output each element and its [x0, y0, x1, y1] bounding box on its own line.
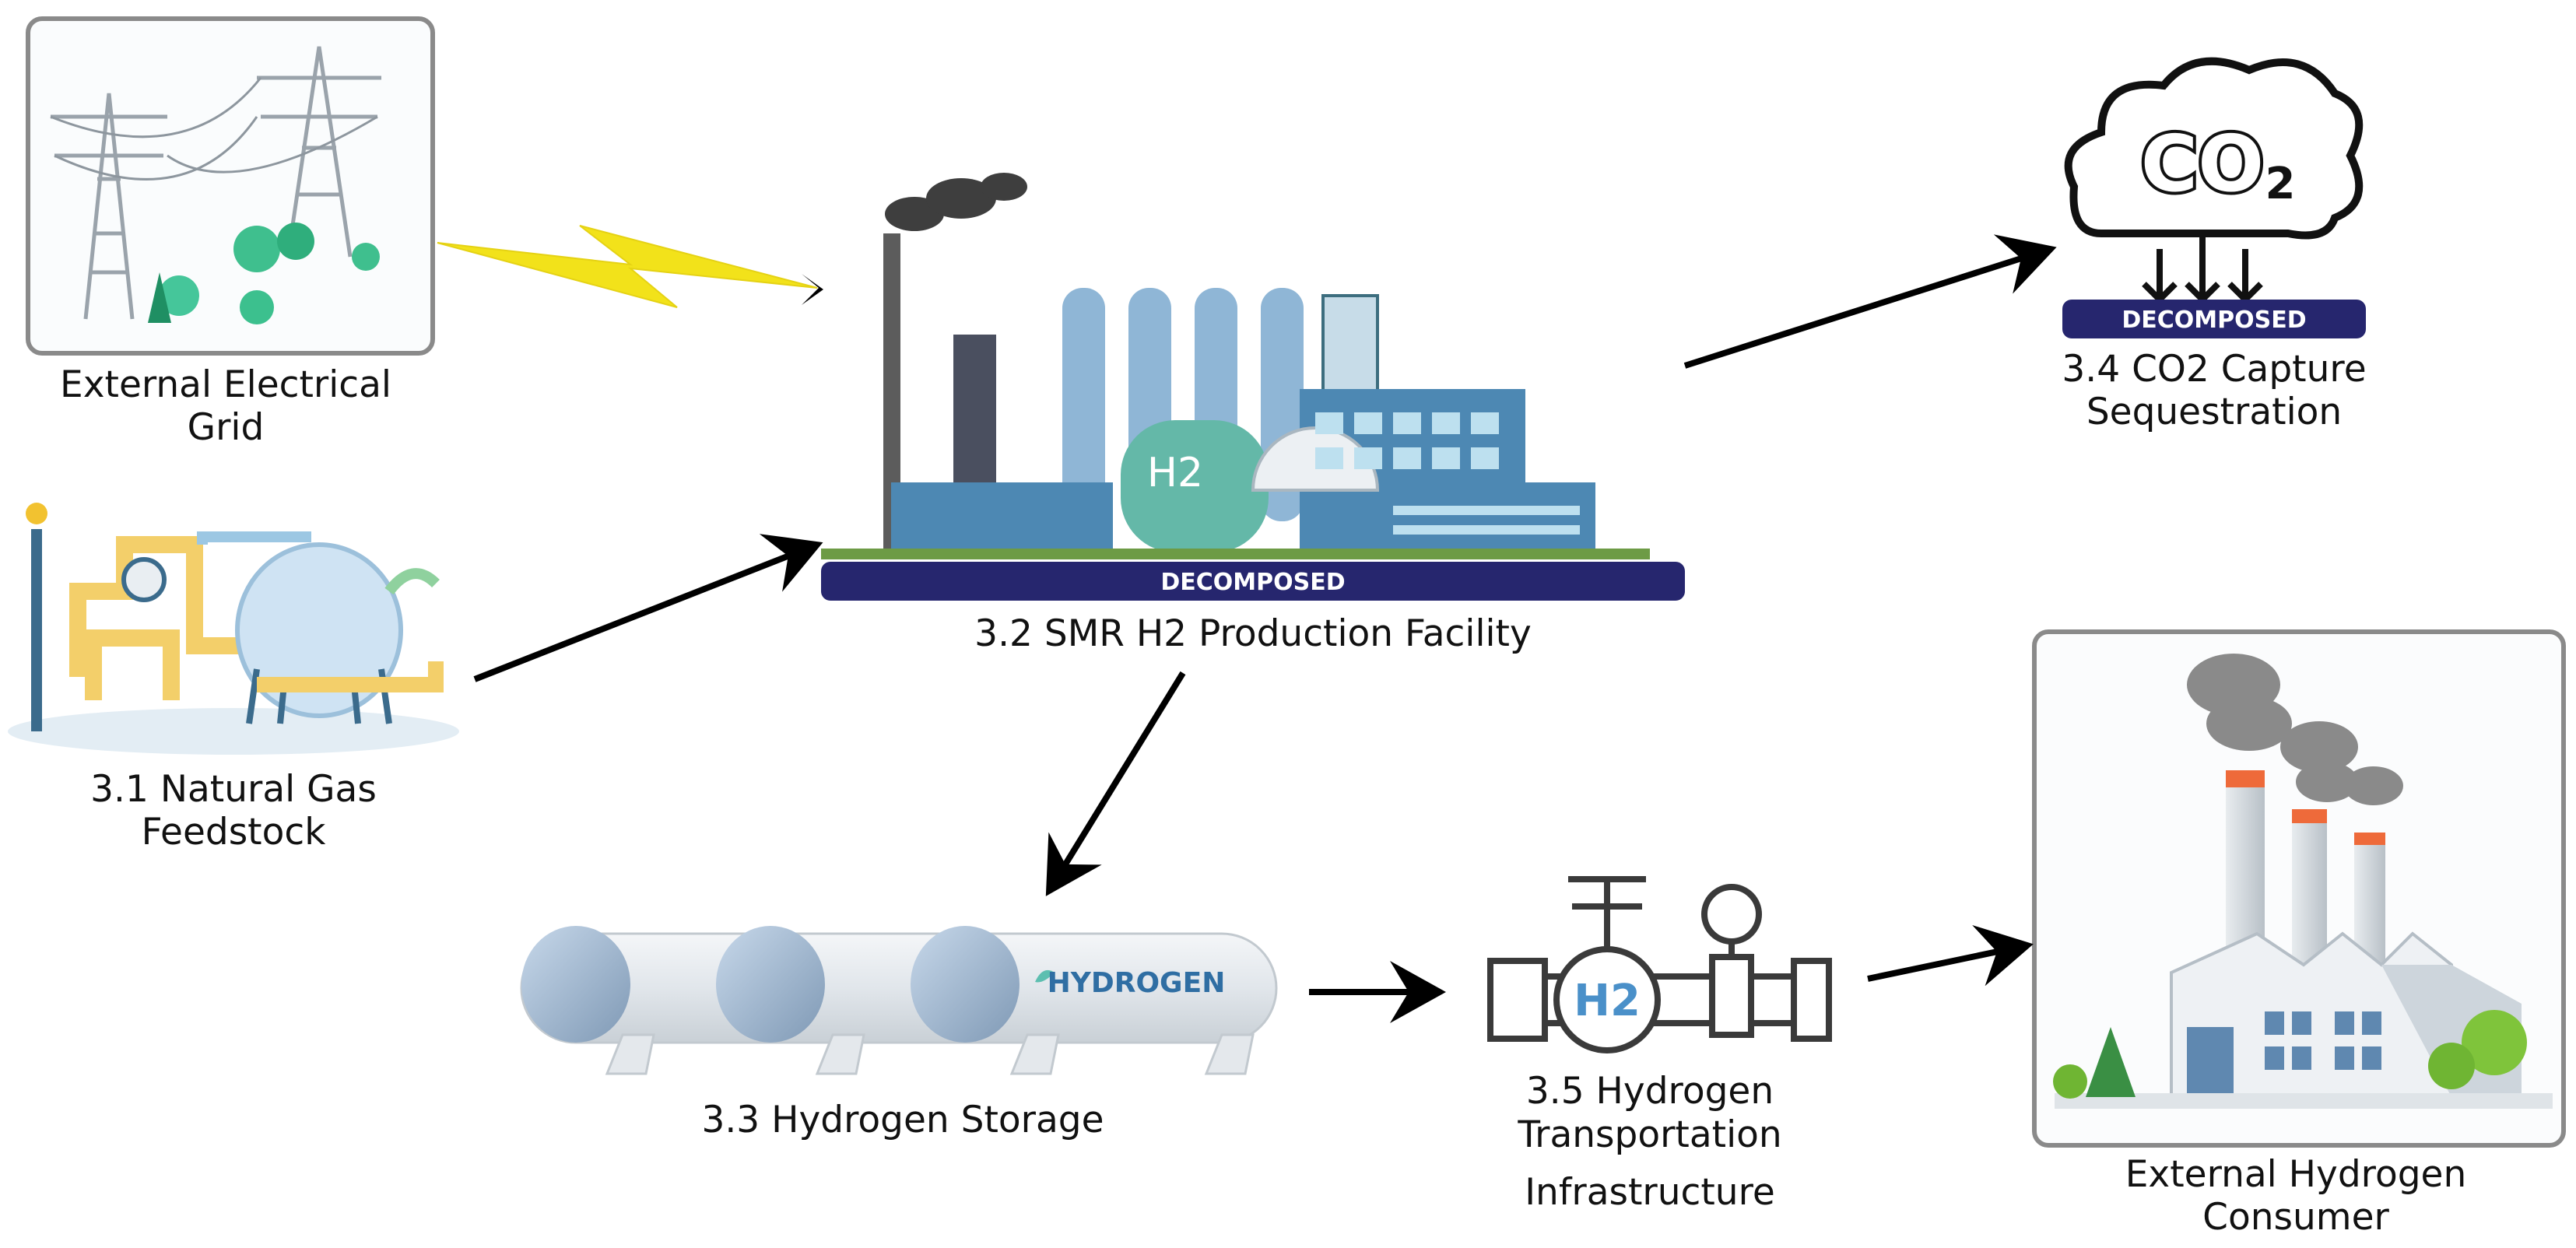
co2-decomposed-badge [2062, 300, 2366, 338]
grid-label-line-1: External Electrical [60, 363, 391, 406]
smr-to-co2-arrow [1683, 234, 2057, 369]
natural-gas-label-line-1: 3.1 Natural Gas [90, 768, 377, 811]
node-hydrogen-transportation-infrastructure: H2 3.5 Hydrogen Transportation Infrastru… [1487, 876, 1832, 1214]
co2-label-line-1: 3.4 CO2 Capture [2062, 348, 2366, 391]
lightning-bolt-connector [437, 225, 818, 308]
smoke-icon [2187, 654, 2403, 805]
chimney [883, 233, 900, 552]
co2-label-line-2: Sequestration [2086, 391, 2342, 433]
tree-icon [2053, 1010, 2527, 1099]
node-natural-gas-feedstock: 3.1 Natural Gas Feedstock [8, 503, 459, 854]
co2-cloud-subscript: 2 [2265, 159, 2296, 209]
storage-label: 3.3 Hydrogen Storage [701, 1099, 1104, 1141]
h2-tank-text: H2 [1147, 450, 1203, 496]
down-arrows-icon [2142, 233, 2263, 304]
co2-cloud-icon [2064, 57, 2364, 240]
co2-cloud-text: CO [2141, 118, 2264, 209]
transport-label-line-1: 3.5 Hydrogen [1526, 1070, 1774, 1113]
power-tower-icon [50, 46, 381, 320]
grid-label-line-2: Grid [188, 406, 265, 449]
natural-gas-label-line-2: Feedstock [142, 811, 327, 854]
smr-to-storage-arrow [1045, 671, 1186, 896]
consumer-label-line-1: External Hydrogen [2125, 1153, 2467, 1196]
hydrogen-tank-icon [520, 926, 1278, 1075]
node-co2-capture-sequestration: CO 2 DECOMPOSED 3.4 CO2 Capture Sequestr… [2062, 57, 2367, 433]
valve-h2-text: H2 [1574, 976, 1641, 1026]
transport-label-line-3: Infrastructure [1525, 1171, 1775, 1214]
hydrogen-tank-text: HYDROGEN [1048, 967, 1226, 999]
decomposed-badge-text: DECOMPOSED [1160, 569, 1345, 596]
decomposed-badge [821, 562, 1685, 601]
factory-icon [821, 288, 1650, 559]
node-hydrogen-storage: HYDROGEN 3.3 Hydrogen Storage [520, 926, 1278, 1141]
transport-label-line-2: Transportation [1517, 1113, 1781, 1156]
smr-label: 3.2 SMR H2 Production Facility [974, 612, 1532, 655]
node-external-electrical-grid: External Electrical Grid [26, 16, 435, 449]
tree-icon [148, 223, 380, 324]
smoke-icon [885, 173, 1027, 231]
co2-decomposed-badge-text: DECOMPOSED [2122, 307, 2306, 334]
grid-image-frame [26, 16, 435, 356]
grid-to-smr-arrowhead [802, 274, 823, 305]
node-smr-h2-production-facility: H2 DECOMPOSED 3.2 SMR H2 Production Faci… [821, 173, 1685, 655]
connectors [437, 225, 2057, 1023]
gas-pipeline-icon [26, 503, 444, 731]
consumer-label-line-2: Consumer [2202, 1196, 2389, 1239]
gas-to-smr-arrow [473, 534, 823, 682]
node-external-hydrogen-consumer: External Hydrogen Consumer [2032, 629, 2566, 1239]
transport-to-consumer-arrow [1867, 924, 2034, 987]
h2-valve-icon [1487, 876, 1832, 1053]
